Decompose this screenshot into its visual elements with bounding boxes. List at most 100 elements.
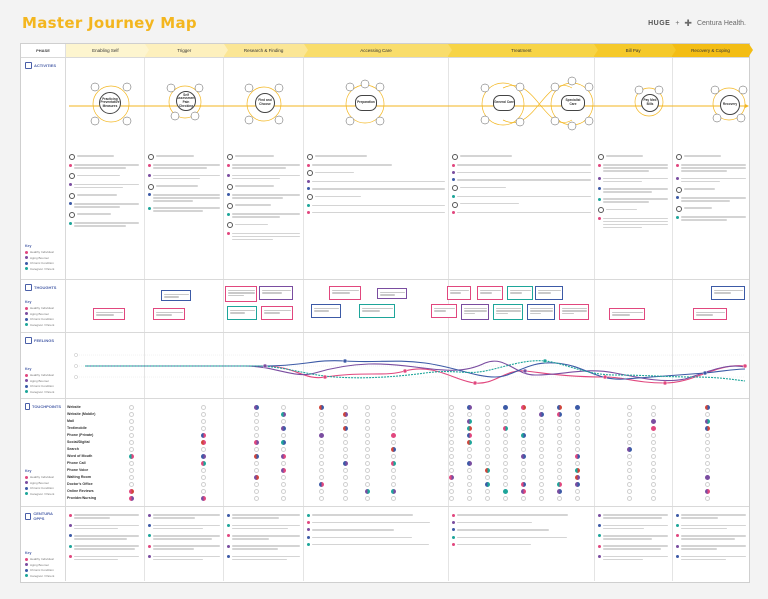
touchpoint-name: Waiting Room — [67, 475, 92, 479]
touchpoint-dot — [574, 482, 580, 487]
opportunity-item — [227, 534, 300, 541]
touchpoint-dot — [390, 426, 396, 431]
key-label: Caregiver / Parent — [30, 266, 55, 271]
opportunity-item — [307, 528, 445, 532]
touchpoint-dot — [574, 405, 580, 410]
touchpoint-dot — [448, 447, 454, 452]
touchpoint-dot — [484, 468, 490, 473]
touchpoint-dot — [538, 433, 544, 438]
touchpoint-dot — [650, 482, 656, 487]
phase-bill-pay: Bill Pay — [594, 44, 676, 57]
thought-bubble — [153, 308, 185, 320]
touchpoint-dot — [390, 419, 396, 424]
phase-label: Research & Finding — [243, 48, 284, 53]
key-title: Key — [25, 367, 32, 371]
touchpoint-dot — [538, 461, 544, 466]
touchpoint-dot — [556, 447, 562, 452]
touchpoint-dot — [342, 468, 348, 473]
opportunity-item — [676, 513, 746, 520]
touchpoint-dot — [502, 412, 508, 417]
touchpoint-dot — [200, 482, 206, 487]
activities-key: Key Healthy Individual Aging Boomer Chro… — [25, 244, 54, 272]
touchpoint-dot — [448, 454, 454, 459]
touchpoint-dot — [556, 489, 562, 494]
opportunity-item — [676, 534, 746, 541]
touchpoint-dot — [342, 475, 348, 480]
key-title: Key — [25, 244, 32, 248]
activity-loop — [168, 85, 202, 119]
opportunity-column — [452, 513, 591, 550]
touchpoint-dot — [650, 461, 656, 466]
touchpoint-dot — [342, 426, 348, 431]
touchpoint-dot — [502, 405, 508, 410]
touchpoint-dot — [704, 461, 710, 466]
touchpoint-dot — [538, 496, 544, 501]
touchpoint-dot — [466, 482, 472, 487]
hub-find-choose: Find and Choose — [255, 93, 275, 113]
touchpoint-name: Website — [67, 405, 81, 409]
touchpoint-dot — [574, 433, 580, 438]
touchpoint-dot — [520, 405, 526, 410]
touchpoint-dot — [704, 405, 710, 410]
key-dot — [25, 256, 28, 259]
touchpoint-dot — [650, 405, 656, 410]
phase-recovery-coping: Recovery & Coping — [672, 44, 753, 57]
touchpoint-dot — [520, 496, 526, 501]
touchpoint-dot — [574, 419, 580, 424]
touchpoint-dot — [128, 405, 134, 410]
activity-notes-trigger — [148, 154, 220, 216]
touchpoint-dot — [502, 468, 508, 473]
touchpoint-dot — [626, 482, 632, 487]
touchpoint-dot — [704, 412, 710, 417]
touchpoint-name: Social/Digital — [67, 440, 90, 444]
touchpoint-dot — [318, 482, 324, 487]
touchpoint-dot — [484, 454, 490, 459]
touchpoint-dot — [364, 412, 370, 417]
touchpoint-dot — [318, 426, 324, 431]
label-column-divider — [65, 57, 66, 581]
touchpoint-dot — [128, 426, 134, 431]
opportunity-item — [227, 513, 300, 520]
touchpoint-dot — [342, 412, 348, 417]
touchpoint-dot — [342, 433, 348, 438]
touchpoint-dot — [502, 496, 508, 501]
activity-nodes — [90, 76, 748, 131]
touchpoint-dot — [626, 405, 632, 410]
touchpoint-dot — [556, 475, 562, 480]
touchpoint-dot — [484, 447, 490, 452]
touchpoint-dot — [342, 482, 348, 487]
touchpoint-dot — [520, 475, 526, 480]
touchpoint-name: Phone Voice — [67, 468, 89, 472]
touchpoint-dot — [448, 496, 454, 501]
opportunity-item — [307, 513, 445, 517]
touchpoint-dot — [448, 475, 454, 480]
touchpoint-dot — [650, 475, 656, 480]
touchpoint-dot — [520, 426, 526, 431]
touchpoints-row: TOUCHPOINTS Key Healthy Individual Aging… — [21, 398, 749, 507]
touchpoint-dot — [484, 412, 490, 417]
brand-logos: HUGE + ✚ Centura Health. — [648, 18, 746, 29]
touchpoint-dot — [253, 412, 259, 417]
touchpoint-dot — [704, 489, 710, 494]
heart-icon — [25, 337, 32, 344]
touchpoint-dot — [538, 419, 544, 424]
phase-label: Enabling Self — [92, 48, 119, 53]
thought-bubble — [225, 286, 257, 302]
touchpoint-dot — [484, 433, 490, 438]
opportunities-row: CENTURA OPPS Key Healthy Individual Agin… — [21, 506, 749, 583]
thought-icon — [25, 284, 32, 291]
touchpoint-name: Phone Call — [67, 461, 86, 465]
touchpoint-dot — [200, 412, 206, 417]
touchpoint-dot — [538, 412, 544, 417]
touchpoint-dot — [626, 496, 632, 501]
opportunity-item — [148, 513, 220, 520]
touchpoint-dot — [502, 489, 508, 494]
phase-divider — [303, 57, 304, 581]
key-title: Key — [25, 469, 32, 473]
touchpoint-dot — [390, 475, 396, 480]
activities-row: ACTIVITIES Key Healthy Individual Aging … — [21, 57, 749, 280]
touchpoint-dot — [280, 482, 286, 487]
touchpoint-dot — [253, 468, 259, 473]
flow-arrowhead — [745, 104, 749, 108]
thought-bubble — [227, 306, 257, 320]
